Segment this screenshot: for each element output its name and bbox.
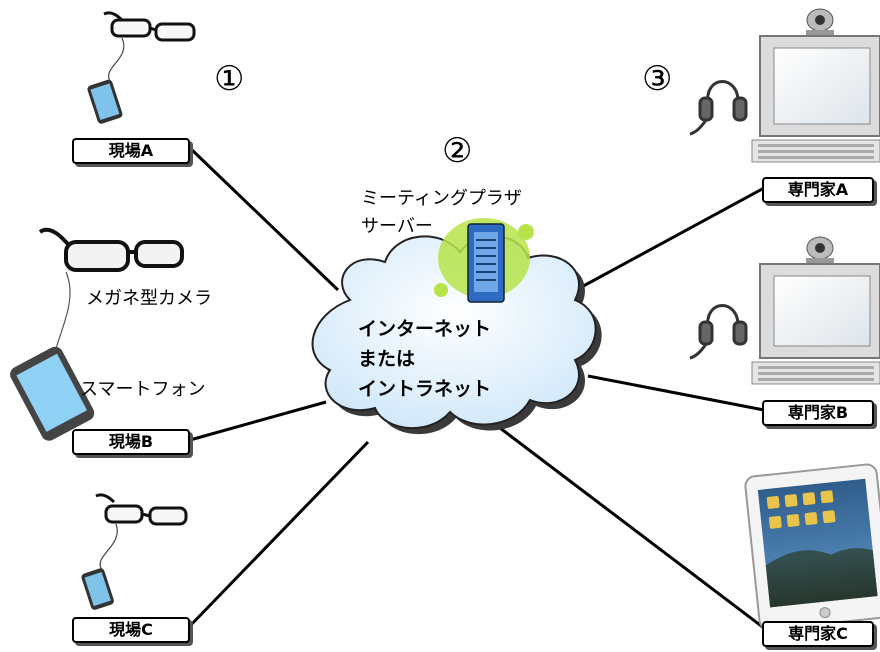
cloud-label-3: イントラネット bbox=[358, 378, 492, 400]
smartphone-icon bbox=[10, 346, 95, 441]
smartphone-label: スマートフォン bbox=[80, 379, 206, 400]
tablet-icon bbox=[744, 463, 880, 631]
cloud-label-2: または bbox=[358, 348, 416, 370]
glasses-phone-icon bbox=[87, 11, 196, 124]
line-expert-a bbox=[575, 186, 765, 292]
server-label: ミーティングプラザ bbox=[361, 188, 522, 209]
connection-lines bbox=[186, 148, 765, 630]
line-site-a bbox=[190, 148, 340, 292]
pc-icon-a bbox=[751, 8, 880, 163]
line-site-c bbox=[186, 440, 370, 630]
step-number-1: ① bbox=[214, 59, 245, 99]
expert-b-box: 専門家B bbox=[762, 400, 874, 426]
eyeglass-camera-icon bbox=[38, 227, 184, 357]
site-a-box: 現場A bbox=[72, 138, 190, 164]
cloud-label-1: インターネット bbox=[358, 318, 492, 340]
line-expert-b bbox=[587, 374, 765, 412]
server-label-2: サーバー bbox=[361, 216, 433, 237]
glasses-phone-icon-c bbox=[81, 493, 188, 610]
site-b-box: 現場B bbox=[72, 429, 190, 455]
cloud-icon bbox=[311, 235, 602, 435]
site-c-box: 現場C bbox=[72, 617, 190, 643]
step-number-3: ③ bbox=[642, 59, 673, 99]
headset-icon-a bbox=[689, 80, 748, 136]
step-number-2: ② bbox=[442, 131, 473, 171]
line-expert-c bbox=[499, 426, 765, 630]
server-icon bbox=[434, 218, 534, 303]
expert-a-box: 専門家A bbox=[762, 177, 874, 203]
glasses-camera-label: メガネ型カメラ bbox=[86, 288, 212, 309]
pc-icon-b bbox=[751, 236, 880, 385]
expert-c-box: 専門家C bbox=[762, 621, 874, 647]
headset-icon-b bbox=[689, 304, 748, 360]
line-site-b bbox=[189, 400, 327, 442]
